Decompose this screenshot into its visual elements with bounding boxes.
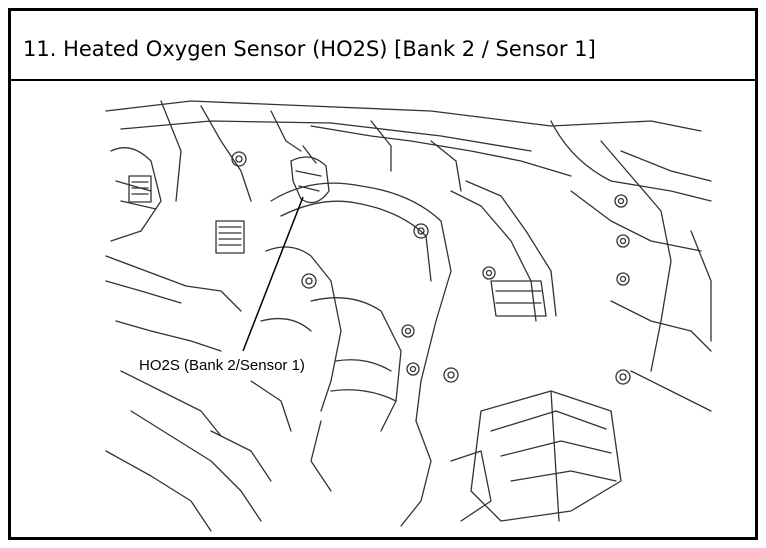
engine-linework — [105, 100, 712, 532]
engine-illustration: HO2S (Bank 2/Sensor 1) — [11, 81, 755, 537]
engine-drawing: HO2S (Bank 2/Sensor 1) — [105, 100, 712, 532]
page-title: 11. Heated Oxygen Sensor (HO2S) [Bank 2 … — [23, 37, 596, 61]
callout-label: HO2S (Bank 2/Sensor 1) — [139, 357, 305, 374]
callout-leader-line — [242, 196, 304, 352]
header-bar: 11. Heated Oxygen Sensor (HO2S) [Bank 2 … — [11, 11, 755, 81]
diagram-frame: 11. Heated Oxygen Sensor (HO2S) [Bank 2 … — [8, 8, 758, 540]
bolt-markers — [231, 151, 631, 385]
